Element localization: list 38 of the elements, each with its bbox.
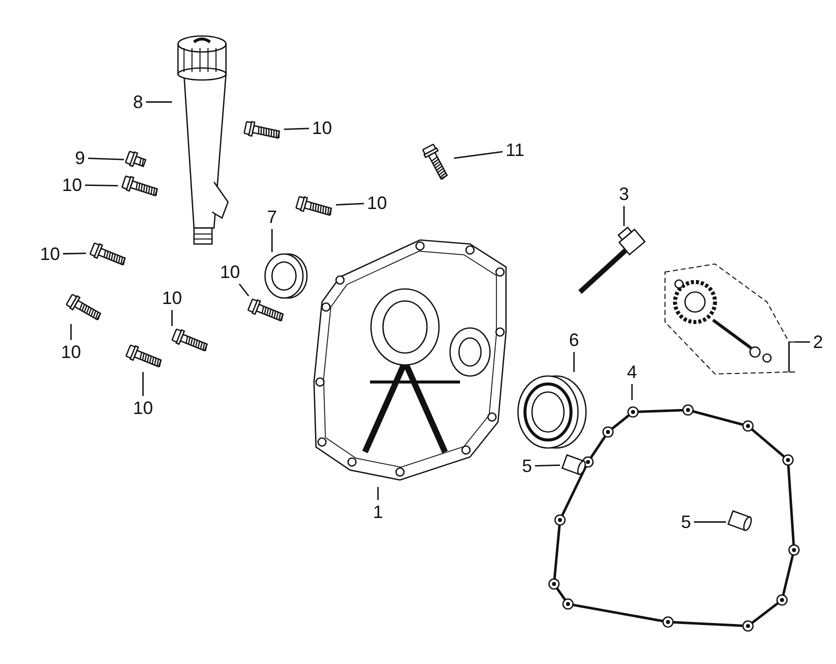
leader-line xyxy=(454,150,503,159)
leader-line xyxy=(142,372,144,396)
leader-line xyxy=(336,202,364,206)
leader-line xyxy=(146,101,172,103)
callout-number: 10 xyxy=(310,118,334,138)
leader-line xyxy=(284,128,309,130)
leader-line xyxy=(85,184,118,186)
callout-number: 10 xyxy=(160,288,184,308)
callout-number: 8 xyxy=(132,92,144,112)
leader-line xyxy=(795,341,810,343)
leader-line xyxy=(534,464,560,467)
callout-number: 10 xyxy=(60,342,82,362)
callout-number: 2 xyxy=(812,332,824,352)
callout-number: 11 xyxy=(504,140,526,160)
callout-number: 9 xyxy=(74,148,86,168)
leader-line xyxy=(88,158,124,160)
callout-number: 5 xyxy=(680,512,692,532)
leader-line xyxy=(573,352,575,372)
callout-number: 5 xyxy=(520,456,533,476)
callout-number: 7 xyxy=(266,207,278,227)
callout-number: 10 xyxy=(366,193,388,213)
leader-line xyxy=(623,206,625,226)
leader-line xyxy=(271,229,273,252)
callout-number: 10 xyxy=(60,175,84,195)
leader-line xyxy=(694,521,726,523)
callout-number: 1 xyxy=(372,502,384,522)
callout-number: 6 xyxy=(568,330,580,350)
callout-number: 10 xyxy=(132,398,154,418)
callout-number: 3 xyxy=(618,184,630,204)
leader-line xyxy=(238,284,250,296)
callout-number: 4 xyxy=(626,362,638,382)
leader-line xyxy=(63,252,86,254)
leader-line xyxy=(171,310,173,326)
callout-number: 10 xyxy=(38,244,62,264)
callout-number: 10 xyxy=(218,262,242,282)
leader-line xyxy=(377,487,379,500)
leader-line xyxy=(631,384,633,400)
leader-line xyxy=(70,324,72,340)
